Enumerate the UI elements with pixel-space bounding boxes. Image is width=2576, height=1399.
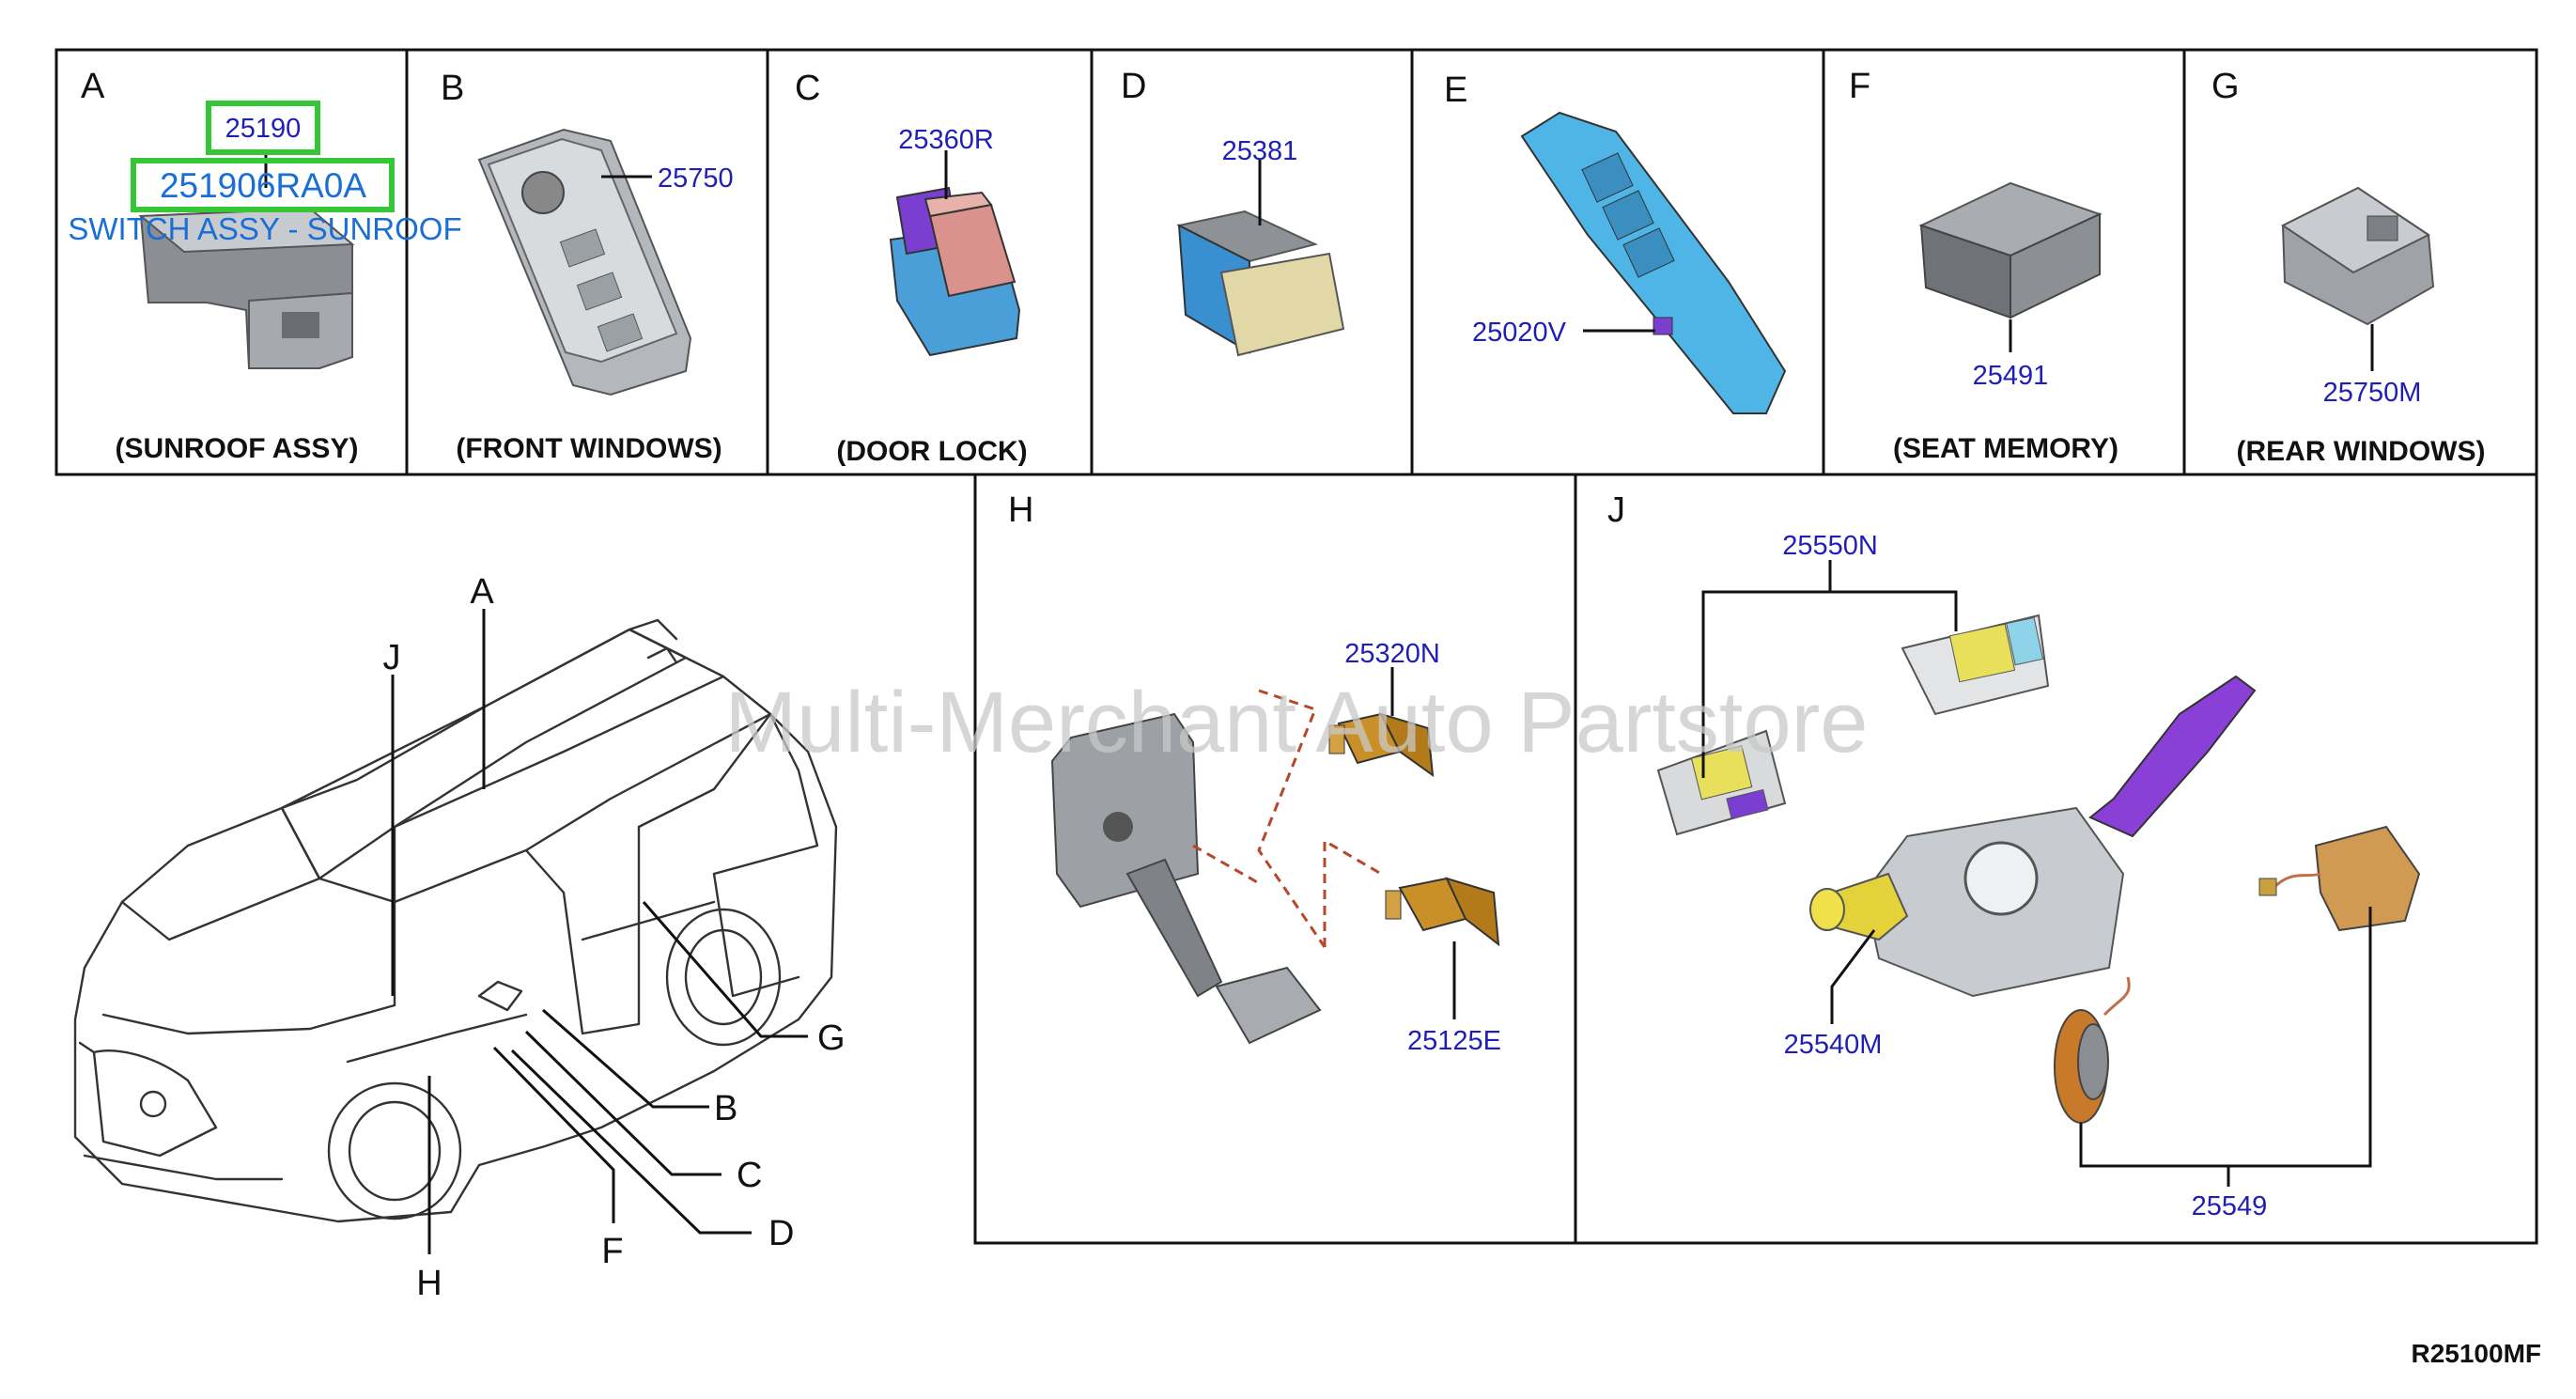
switch-25381-illustration: [1176, 210, 1345, 357]
callout-f: F: [601, 1232, 623, 1271]
dashed-connection-lines: [1192, 689, 1382, 948]
door-lock-switch-illustration: [889, 186, 1021, 357]
bracket-lines-25550n: [1701, 560, 1958, 778]
watermark: Multi-Merchant Auto Partstore: [725, 675, 1869, 770]
panel-g: G 25750M (REAR WINDOWS): [2211, 67, 2485, 467]
panel-f-caption: (SEAT MEMORY): [1893, 433, 2118, 464]
callout-b: B: [714, 1089, 737, 1128]
left-steering-switch-illustration: [1656, 729, 1787, 836]
panel-a-caption: (SUNROOF ASSY): [116, 433, 359, 464]
panel-e: E 25020V: [1444, 70, 1787, 414]
callout-a: A: [470, 572, 494, 612]
clock-spring-illustration: [2054, 976, 2131, 1124]
part-number-25540m[interactable]: 25540M: [1784, 1030, 1883, 1060]
part-code-highlight[interactable]: [131, 158, 395, 212]
panel-c: C 25360R (DOOR LOCK): [795, 69, 1028, 467]
upper-steering-switch-illustration: [1901, 614, 2050, 716]
brake-switch-illustration: [1328, 712, 1435, 778]
panel-h-letter: H: [1008, 490, 1033, 530]
panel-e-letter: E: [1444, 70, 1467, 110]
part-number-25381[interactable]: 25381: [1222, 136, 1298, 166]
panel-g-letter: G: [2211, 67, 2240, 106]
part-number-25550n[interactable]: 25550N: [1782, 531, 1878, 561]
part-number-25125e[interactable]: 25125E: [1407, 1026, 1501, 1056]
highlight-part-code[interactable]: 251906RA0A: [160, 166, 366, 205]
callout-b-line: [542, 1008, 709, 1109]
callout-j: J: [383, 638, 401, 677]
vehicle-callouts: A J G B C D F H: [383, 572, 846, 1303]
clutch-switch-illustration: [1385, 877, 1500, 947]
part-number-25750m[interactable]: 25750M: [2323, 378, 2422, 408]
seat-memory-switch-illustration: [1918, 181, 2103, 319]
diagram-code: R25100MF: [2411, 1339, 2541, 1368]
vehicle-outline: [73, 618, 838, 1223]
part-number-25190[interactable]: 25190: [225, 114, 302, 144]
part-number-25020v[interactable]: 25020V: [1472, 318, 1567, 348]
combination-switch-illustration: [1809, 675, 2257, 998]
panel-f: F 25491 (SEAT MEMORY): [1849, 67, 2118, 464]
bracket-lines-25549: [2079, 907, 2372, 1187]
part-number-25360r[interactable]: 25360R: [898, 125, 994, 155]
panel-b-letter: B: [441, 69, 464, 108]
callout-f-line: [492, 1046, 615, 1223]
part-number-25491[interactable]: 25491: [1973, 361, 2049, 391]
switch-bracket-illustration: [1520, 111, 1787, 414]
window-switch-illustration: [477, 128, 692, 396]
panel-a: A 25190 251906RA0A SWITCH ASSY - SUNROOF…: [68, 67, 461, 464]
brake-pedal-illustration: [1050, 712, 1322, 1045]
part-number-25549[interactable]: 25549: [2192, 1191, 2268, 1221]
panel-frames: [54, 48, 2538, 1245]
panel-h: H 25320N 25125E: [1008, 490, 1501, 1056]
steering-sensor-illustration: [2258, 825, 2421, 932]
panel-c-caption: (DOOR LOCK): [836, 436, 1027, 467]
panel-b-caption: (FRONT WINDOWS): [456, 433, 722, 464]
panel-g-caption: (REAR WINDOWS): [2237, 436, 2486, 467]
part-number-25750[interactable]: 25750: [658, 163, 734, 194]
callout-c: C: [737, 1156, 762, 1195]
callout-d-line: [510, 1049, 752, 1235]
panel-j-letter: J: [1607, 490, 1625, 530]
rear-window-switch-illustration: [2281, 186, 2435, 326]
callout-h: H: [416, 1264, 442, 1303]
panel-d: D 25381: [1121, 67, 1345, 357]
callout-d: D: [768, 1214, 794, 1253]
panel-f-letter: F: [1849, 67, 1870, 106]
callout-g-line: [642, 901, 808, 1038]
part-25190-highlight[interactable]: [206, 101, 320, 155]
panel-b: B 25750 (FRONT WINDOWS): [441, 69, 734, 464]
callout-g: G: [817, 1018, 846, 1058]
panel-a-letter: A: [81, 67, 105, 106]
highlight-part-description: SWITCH ASSY - SUNROOF: [68, 211, 461, 246]
panel-d-letter: D: [1121, 67, 1146, 106]
callout-c-line: [524, 1030, 722, 1176]
leader-25540m: [1830, 929, 1876, 1024]
panel-j: J 2: [1607, 490, 2421, 1221]
panel-c-letter: C: [795, 69, 820, 108]
part-number-25320n[interactable]: 25320N: [1344, 639, 1440, 669]
